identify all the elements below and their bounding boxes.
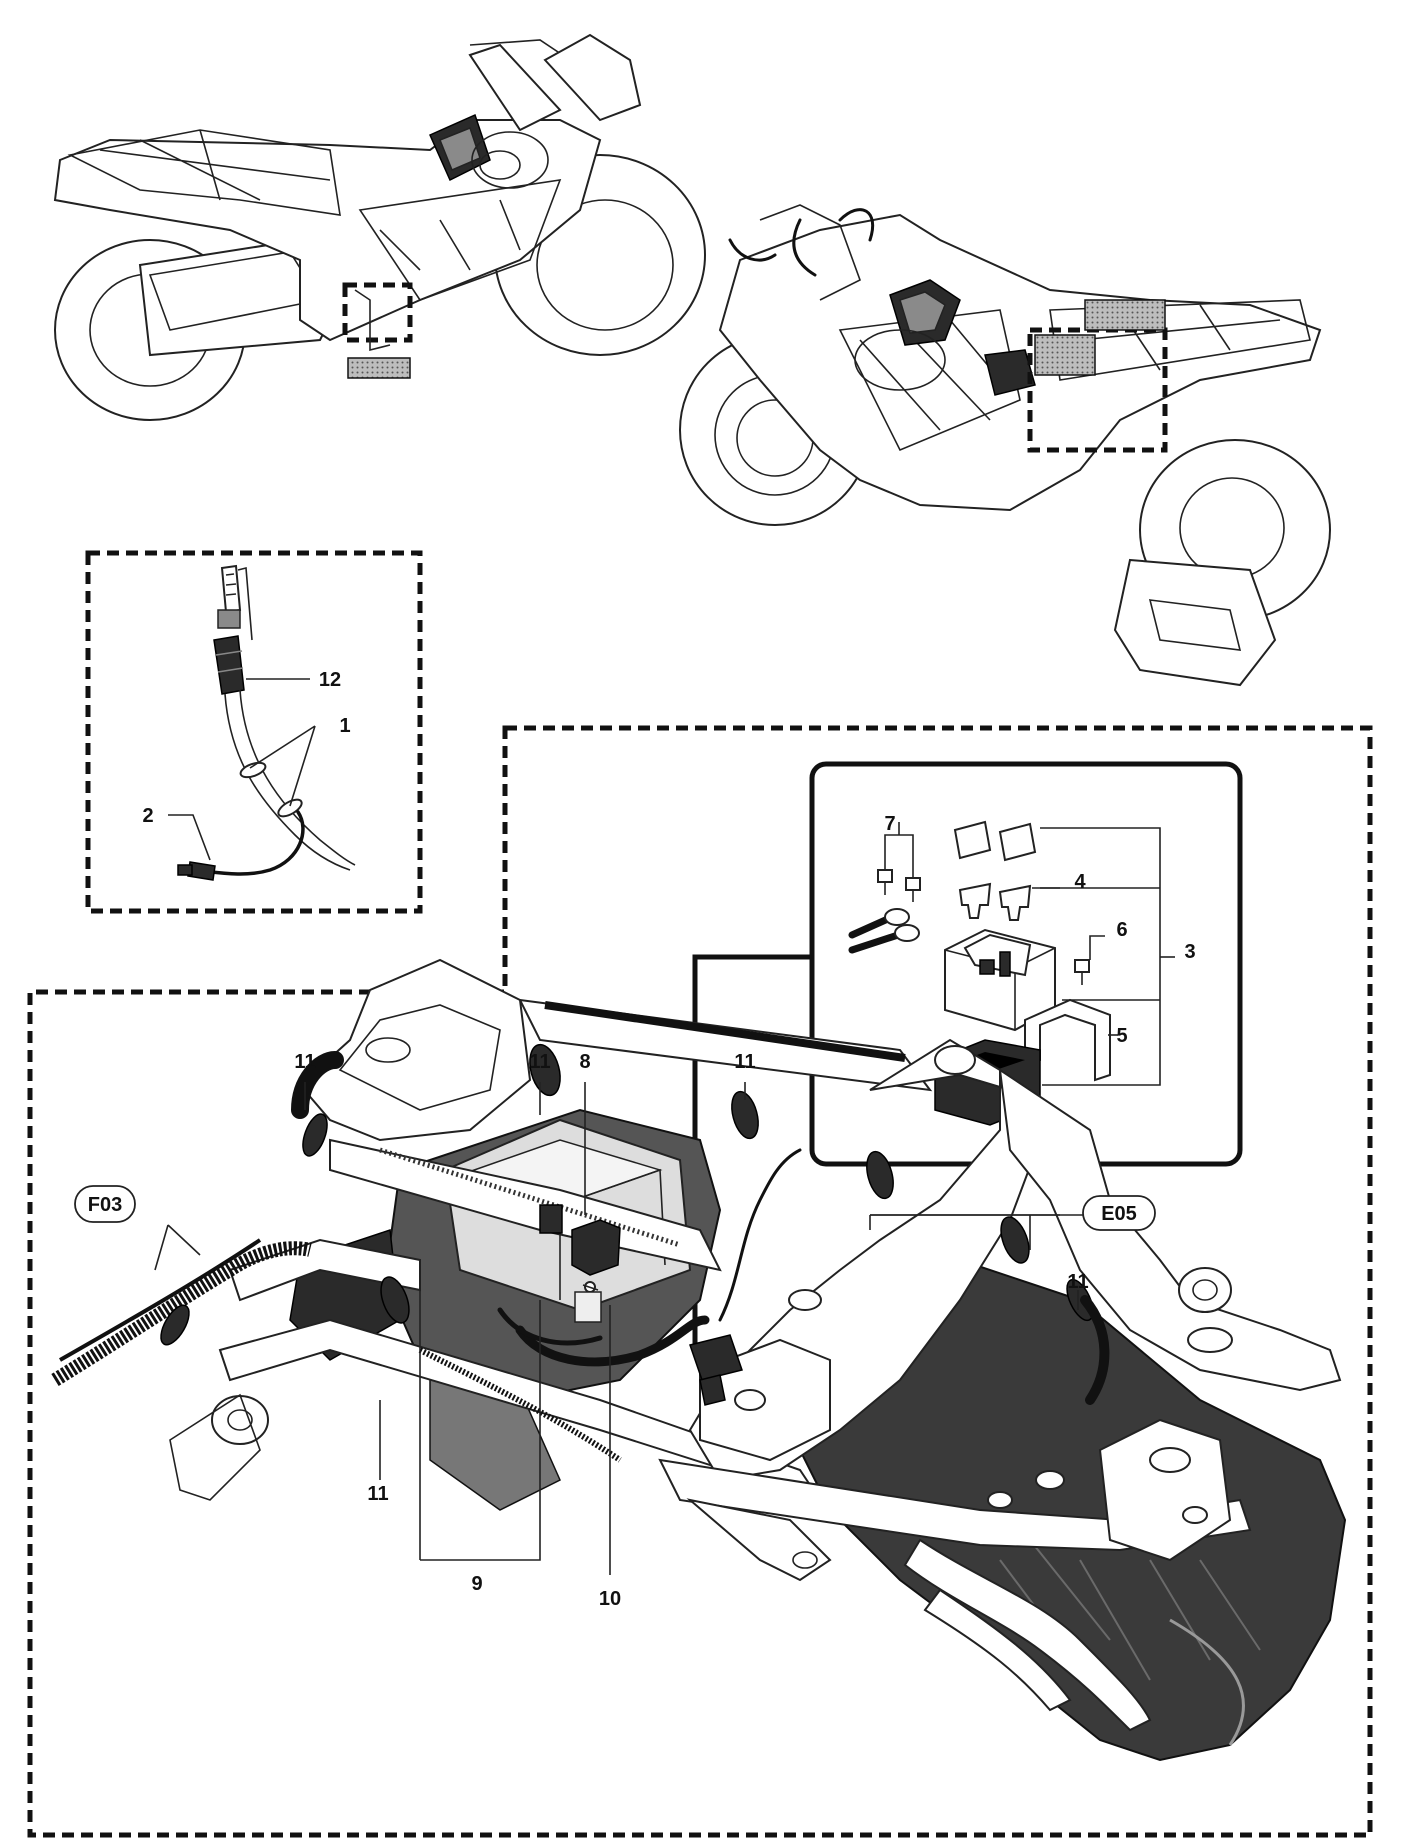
callout-3: 3	[1184, 941, 1195, 963]
callout-11-a: 11	[294, 1051, 315, 1073]
callout-4: 4	[1074, 871, 1086, 893]
callout-9: 9	[471, 1573, 482, 1595]
reference-tag-e05: E05	[1082, 1195, 1156, 1231]
callout-11-e: 11	[367, 1483, 388, 1505]
callout-12: 12	[319, 669, 341, 691]
callout-11-d: 11	[1067, 1271, 1088, 1293]
reference-tag-f03: F03	[74, 1185, 136, 1223]
callout-11-b: 11	[529, 1051, 550, 1073]
main-detail-border	[27, 725, 1373, 1838]
callout-6: 6	[1116, 919, 1127, 941]
motorcycle-overview-left	[53, 33, 706, 421]
callout-5: 5	[1116, 1025, 1127, 1047]
callout-10: 10	[599, 1588, 621, 1610]
callout-8: 8	[579, 1051, 590, 1073]
callout-11-c: 11	[734, 1051, 755, 1073]
callout-2: 2	[142, 805, 153, 827]
callout-1: 1	[339, 715, 350, 737]
reference-f03-label: F03	[88, 1194, 122, 1216]
highlight-box-left	[342, 282, 413, 343]
motorcycle-overview-right	[679, 204, 1331, 687]
rear-frame-assembly	[51, 958, 1347, 1762]
reference-e05-label: E05	[1101, 1203, 1137, 1225]
accessory-plug-inset	[85, 550, 423, 914]
callout-7: 7	[884, 813, 895, 835]
